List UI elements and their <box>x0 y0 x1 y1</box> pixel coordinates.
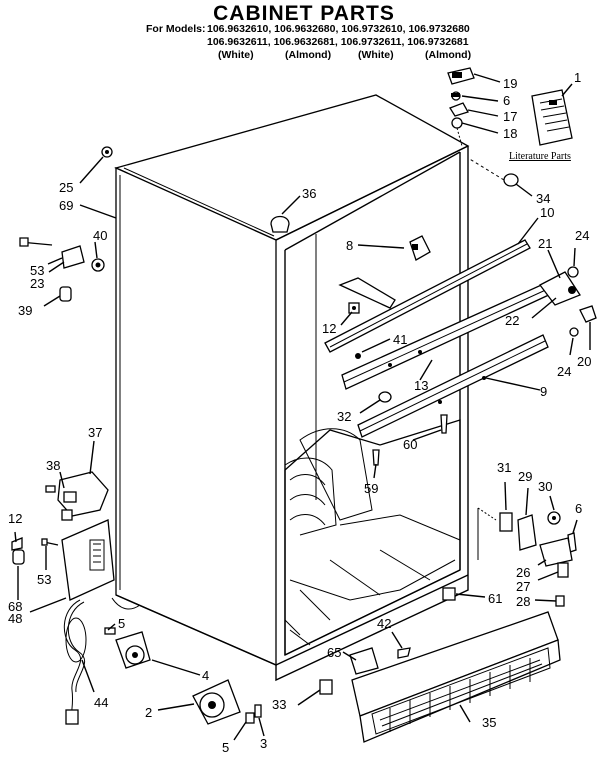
shelf-support <box>338 277 396 359</box>
callout-12-top: 12 <box>322 321 336 336</box>
callout-31: 31 <box>497 460 511 475</box>
bracket-8 <box>409 235 431 261</box>
callout-59: 59 <box>364 481 378 496</box>
callout-42: 42 <box>377 616 391 631</box>
callout-26: 26 <box>516 565 530 580</box>
callout-6-bottom: 6 <box>575 501 582 516</box>
callout-13: 13 <box>414 378 428 393</box>
callout-19: 19 <box>503 76 517 91</box>
models-row-2: 106.9632611, 106.9632681, 106.9732611, 1… <box>207 36 469 48</box>
callout-20: 20 <box>577 354 591 369</box>
right-hinge-assembly <box>539 266 597 337</box>
lower-left-components <box>11 471 141 725</box>
callout-27: 27 <box>516 579 530 594</box>
color-label-white-1: (White) <box>218 49 254 61</box>
literature-parts-label: Literature Parts <box>509 151 571 162</box>
leader-lines <box>14 73 591 741</box>
callout-8: 8 <box>346 238 353 253</box>
top-plug <box>270 215 290 233</box>
callout-53-bottom: 53 <box>37 572 51 587</box>
base-grille <box>351 611 561 743</box>
cabinet-interior <box>284 419 461 657</box>
callout-36: 36 <box>302 186 316 201</box>
left-side-parts <box>19 146 113 302</box>
callout-44: 44 <box>94 695 108 710</box>
callout-40: 40 <box>93 228 107 243</box>
callout-2: 2 <box>145 705 152 720</box>
callout-39: 39 <box>18 303 32 318</box>
top-hinge-assembly <box>447 67 475 147</box>
callout-5-top: 5 <box>118 616 125 631</box>
callout-65: 65 <box>327 645 341 660</box>
rails <box>324 239 554 438</box>
callout-38: 38 <box>46 458 60 473</box>
side-plug <box>467 157 519 187</box>
callout-10: 10 <box>540 205 554 220</box>
color-label-almond-1: (Almond) <box>285 49 332 61</box>
page-title: CABINET PARTS <box>213 2 395 25</box>
callout-37: 37 <box>88 425 102 440</box>
lower-hinge-assembly <box>442 507 577 607</box>
callout-69: 69 <box>59 198 73 213</box>
callout-3: 3 <box>260 736 267 751</box>
callout-25: 25 <box>59 180 73 195</box>
literature-booklet <box>531 89 573 146</box>
callout-12-bottom: 12 <box>8 511 22 526</box>
callout-41: 41 <box>393 332 407 347</box>
rail-fasteners <box>372 391 448 466</box>
callout-22: 22 <box>505 313 519 328</box>
callout-68: 68 <box>8 599 22 614</box>
color-label-almond-2: (Almond) <box>425 49 472 61</box>
leveling-feet <box>104 627 411 725</box>
callout-1: 1 <box>574 70 581 85</box>
callout-33: 33 <box>272 697 286 712</box>
callout-61: 61 <box>488 591 502 606</box>
callout-30: 30 <box>538 479 552 494</box>
callout-60: 60 <box>403 437 417 452</box>
callout-6-top: 6 <box>503 93 510 108</box>
callout-numbers: 1 19 6 17 18 25 69 36 34 10 40 8 24 21 5… <box>8 70 591 755</box>
cabinet-body <box>114 94 470 682</box>
callout-34: 34 <box>536 191 550 206</box>
callout-5-bottom: 5 <box>222 740 229 755</box>
callout-23: 23 <box>30 276 44 291</box>
models-row-1: 106.9632610, 106.9632680, 106.9732610, 1… <box>207 23 470 35</box>
callout-9: 9 <box>540 384 547 399</box>
callout-24-top: 24 <box>575 228 589 243</box>
callout-53-top: 53 <box>30 263 44 278</box>
callout-21: 21 <box>538 236 552 251</box>
callout-28: 28 <box>516 594 530 609</box>
models-label: For Models: <box>146 23 206 35</box>
callout-35: 35 <box>482 715 496 730</box>
callout-17: 17 <box>503 109 517 124</box>
callout-32: 32 <box>337 409 351 424</box>
callout-29: 29 <box>518 469 532 484</box>
callout-48: 48 <box>8 611 22 626</box>
callout-4: 4 <box>202 668 209 683</box>
callout-24-bottom: 24 <box>557 364 571 379</box>
color-label-white-2: (White) <box>358 49 394 61</box>
callout-18: 18 <box>503 126 517 141</box>
